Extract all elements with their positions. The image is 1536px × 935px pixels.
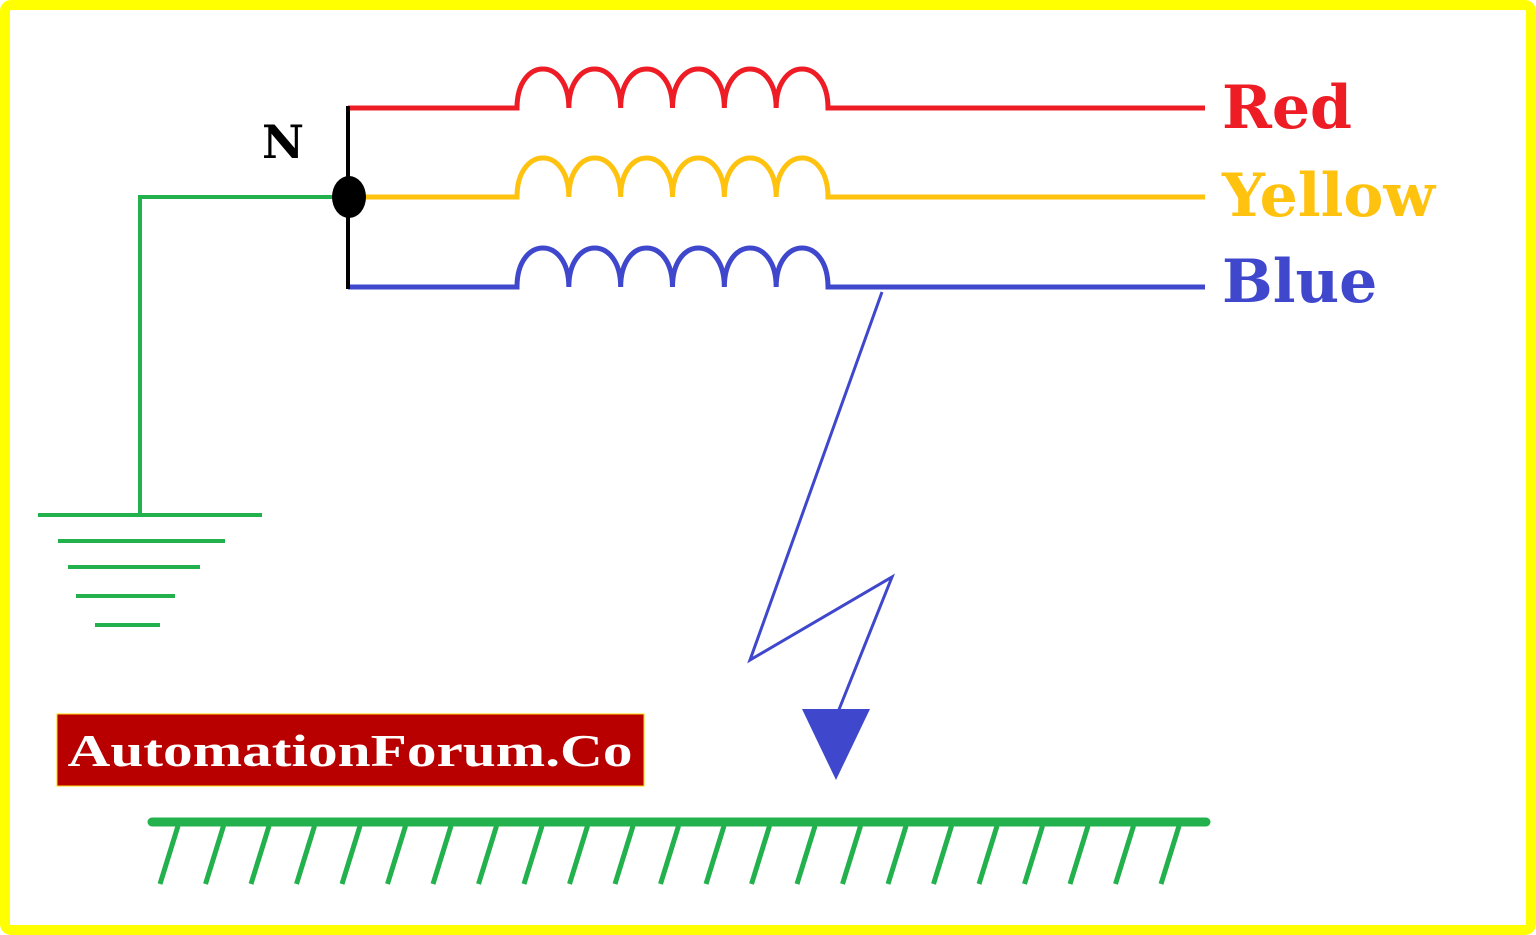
- phase-windings: [348, 66, 1205, 290]
- neutral-earth-wire: [138, 195, 348, 515]
- ground-hatching: [157, 825, 1182, 885]
- earth-ground-symbol: [38, 513, 262, 627]
- hatch-line: [385, 825, 408, 885]
- hatch-line: [612, 825, 636, 885]
- hatch-line: [294, 825, 317, 885]
- logo-text: AutomationForum.Co: [68, 725, 633, 776]
- hatch-line: [749, 825, 772, 885]
- hatch-line: [840, 825, 863, 885]
- phase-winding-red: [348, 66, 1205, 111]
- neutral-point: [332, 176, 366, 218]
- hatch-line: [658, 825, 681, 885]
- phase-label-yellow: Yellow: [1221, 161, 1436, 231]
- hatch-line: [703, 825, 727, 885]
- fault-path: [747, 291, 896, 713]
- phase-label-red: Red: [1222, 73, 1352, 143]
- hatch-line: [931, 825, 954, 885]
- hatch-line: [248, 825, 272, 885]
- hatch-line: [157, 825, 181, 885]
- hatch-line: [794, 825, 818, 885]
- logo-box: [56, 713, 645, 787]
- hatch-line: [976, 825, 1000, 885]
- hatch-line: [885, 825, 909, 885]
- phase-winding-yellow: [348, 155, 1205, 200]
- fault-arrowhead-icon: [802, 709, 870, 780]
- phase-winding-blue: [348, 245, 1205, 290]
- neutral-label: N: [262, 115, 304, 169]
- hatch-line: [203, 825, 226, 885]
- hatch-line: [1113, 825, 1136, 885]
- hatch-line: [339, 825, 363, 885]
- hatch-line: [521, 825, 545, 885]
- hatch-line: [1022, 825, 1045, 885]
- hatch-line: [1158, 825, 1182, 885]
- hatch-line: [1067, 825, 1091, 885]
- phase-label-blue: Blue: [1222, 247, 1377, 317]
- hatch-line: [430, 825, 454, 885]
- hatch-line: [567, 825, 590, 885]
- hatch-line: [476, 825, 499, 885]
